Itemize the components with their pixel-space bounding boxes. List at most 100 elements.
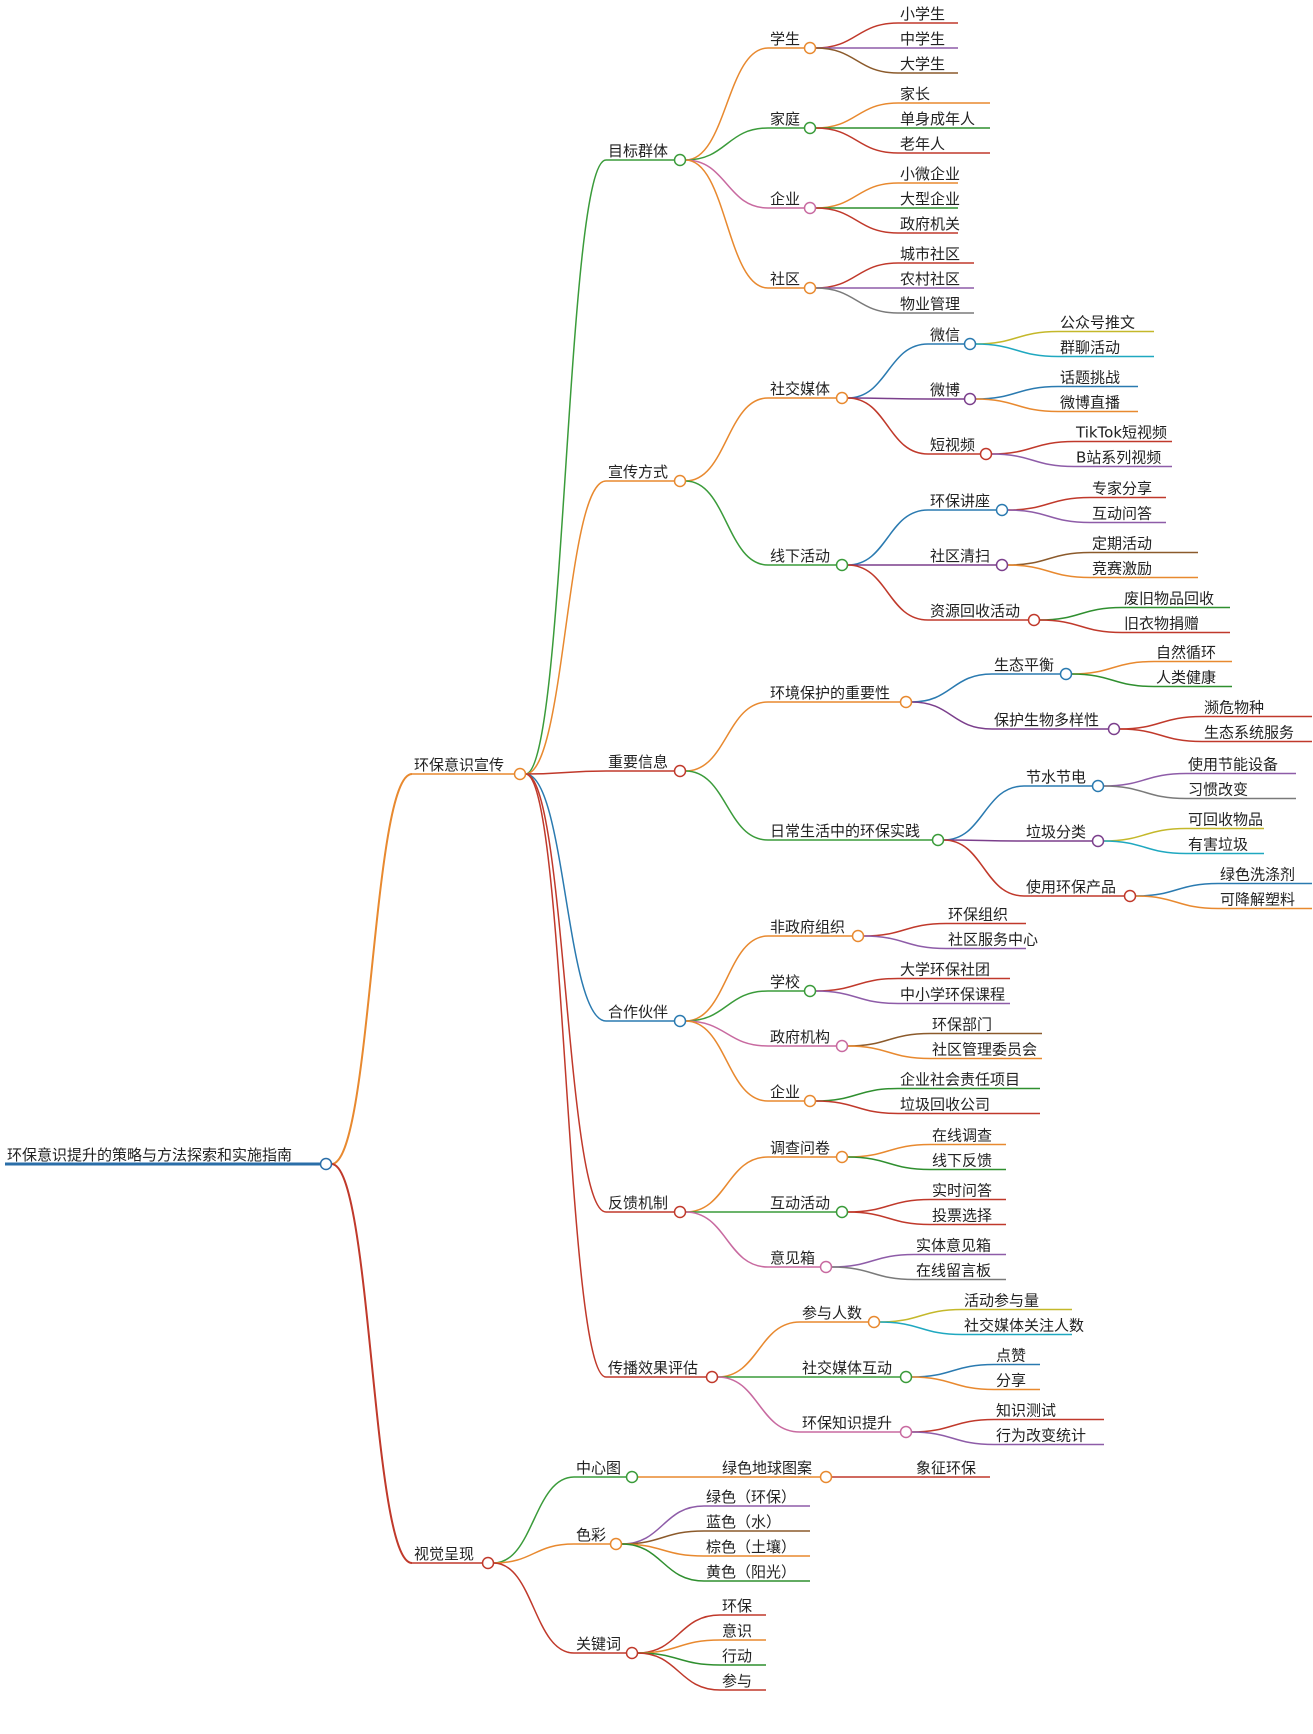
node-toggle-circle[interactable]	[673, 1205, 687, 1219]
connector-line	[815, 1087, 899, 1102]
leaf-node-label: 垃圾回收公司	[900, 1096, 990, 1114]
node-toggle-circle[interactable]	[899, 695, 913, 709]
node-toggle-circle[interactable]	[851, 929, 865, 943]
branch-node-label: 中心图	[576, 1459, 621, 1477]
connector-line	[525, 159, 607, 775]
leaf-node-label: 可降解塑料	[1220, 891, 1295, 909]
node-toggle-circle[interactable]	[609, 1537, 623, 1551]
node-toggle-circle[interactable]	[513, 767, 527, 781]
connector-line	[493, 1543, 575, 1564]
node-toggle-circle[interactable]	[995, 503, 1009, 517]
node-toggle-circle[interactable]	[673, 1014, 687, 1028]
branch-node-label: 生态平衡	[994, 656, 1054, 674]
leaf-node-label: 群聊活动	[1060, 339, 1120, 357]
node-toggle-circle[interactable]	[931, 833, 945, 847]
connector-line	[847, 343, 929, 399]
branch-node-label: 政府机构	[770, 1028, 830, 1046]
branch-node-label: 目标群体	[608, 142, 668, 160]
connector-line	[847, 1198, 931, 1213]
node-toggle-circle[interactable]	[835, 1205, 849, 1219]
connector-line	[911, 1376, 995, 1391]
leaf-node-label: 实体意见箱	[916, 1237, 991, 1255]
node-toggle-circle[interactable]	[1091, 779, 1105, 793]
node-toggle-circle[interactable]	[899, 1370, 913, 1384]
connector-line	[847, 564, 929, 621]
leaf-node-label: 在线留言板	[916, 1262, 991, 1280]
leaf-node-label: 城市社区	[900, 245, 960, 263]
leaf-node-label: 习惯改变	[1188, 781, 1248, 799]
node-toggle-circle[interactable]	[835, 1150, 849, 1164]
node-toggle-circle[interactable]	[867, 1315, 881, 1329]
node-toggle-circle[interactable]	[979, 447, 993, 461]
leaf-node-label: 行为改变统计	[996, 1427, 1086, 1445]
node-toggle-circle[interactable]	[835, 1039, 849, 1053]
node-toggle-circle[interactable]	[899, 1425, 913, 1439]
leaf-node-label: 环保部门	[932, 1016, 992, 1034]
leaf-node-label: 在线调查	[932, 1127, 992, 1145]
leaf-node-label: 分享	[996, 1372, 1026, 1390]
node-toggle-circle[interactable]	[963, 337, 977, 351]
leaf-node-label: 实时问答	[932, 1182, 992, 1200]
node-toggle-circle[interactable]	[819, 1470, 833, 1484]
node-toggle-circle[interactable]	[1091, 834, 1105, 848]
node-toggle-circle[interactable]	[835, 558, 849, 572]
connector-line	[847, 397, 929, 400]
leaf-node-label: 人类健康	[1156, 669, 1216, 687]
node-toggle-circle[interactable]	[625, 1470, 639, 1484]
connector-line	[1039, 619, 1123, 634]
node-toggle-circle[interactable]	[705, 1370, 719, 1384]
node-toggle-circle[interactable]	[673, 474, 687, 488]
branch-node-label: 关键词	[576, 1635, 621, 1653]
branch-node-label: 线下活动	[770, 547, 830, 565]
node-toggle-circle[interactable]	[803, 984, 817, 998]
connector-line	[717, 1321, 801, 1378]
node-toggle-circle[interactable]	[481, 1556, 495, 1570]
leaf-node-label: B站系列视频	[1076, 449, 1161, 467]
connector-line	[621, 1505, 705, 1545]
leaf-node-label: 大学生	[900, 55, 945, 73]
node-toggle-circle[interactable]	[995, 558, 1009, 572]
connector-line	[815, 207, 899, 234]
node-toggle-circle[interactable]	[319, 1157, 333, 1171]
node-toggle-circle[interactable]	[673, 764, 687, 778]
node-toggle-circle[interactable]	[673, 153, 687, 167]
connector-line	[525, 773, 607, 1022]
connector-line	[847, 1156, 931, 1171]
node-toggle-circle[interactable]	[1123, 889, 1137, 903]
connector-line	[1135, 895, 1219, 910]
connector-line	[1007, 551, 1091, 566]
node-toggle-circle[interactable]	[803, 41, 817, 55]
connector-line	[685, 159, 769, 289]
node-toggle-circle[interactable]	[1059, 667, 1073, 681]
node-toggle-circle[interactable]	[963, 392, 977, 406]
node-toggle-circle[interactable]	[625, 1646, 639, 1660]
branch-node-label: 社区	[770, 270, 800, 288]
connector-line	[1103, 772, 1187, 787]
connector-line	[879, 1321, 963, 1336]
node-toggle-circle[interactable]	[803, 1094, 817, 1108]
branch-node-label: 意见箱	[770, 1249, 815, 1267]
connector-line	[943, 839, 1025, 897]
leaf-node-label: 企业社会责任项目	[900, 1071, 1020, 1089]
connector-line	[717, 1376, 801, 1433]
connector-line	[911, 673, 993, 703]
node-toggle-circle[interactable]	[1027, 613, 1041, 627]
connector-line	[685, 127, 769, 161]
connector-line	[879, 1308, 963, 1323]
leaf-node-label: 小学生	[900, 5, 945, 23]
node-toggle-circle[interactable]	[819, 1260, 833, 1274]
connector-line	[943, 839, 1025, 842]
connector-line	[863, 922, 947, 937]
connector-line	[525, 480, 607, 775]
node-toggle-circle[interactable]	[803, 281, 817, 295]
branch-node-label: 视觉呈现	[414, 1545, 474, 1563]
leaf-node-label: 大型企业	[900, 190, 960, 208]
leaf-node-label: 互动问答	[1092, 505, 1152, 523]
connector-line	[1007, 564, 1091, 579]
node-toggle-circle[interactable]	[803, 201, 817, 215]
node-toggle-circle[interactable]	[1107, 722, 1121, 736]
leaf-node-label: 线下反馈	[932, 1152, 992, 1170]
node-toggle-circle[interactable]	[835, 391, 849, 405]
node-toggle-circle[interactable]	[803, 121, 817, 135]
branch-node-label: 合作伙伴	[608, 1003, 668, 1021]
